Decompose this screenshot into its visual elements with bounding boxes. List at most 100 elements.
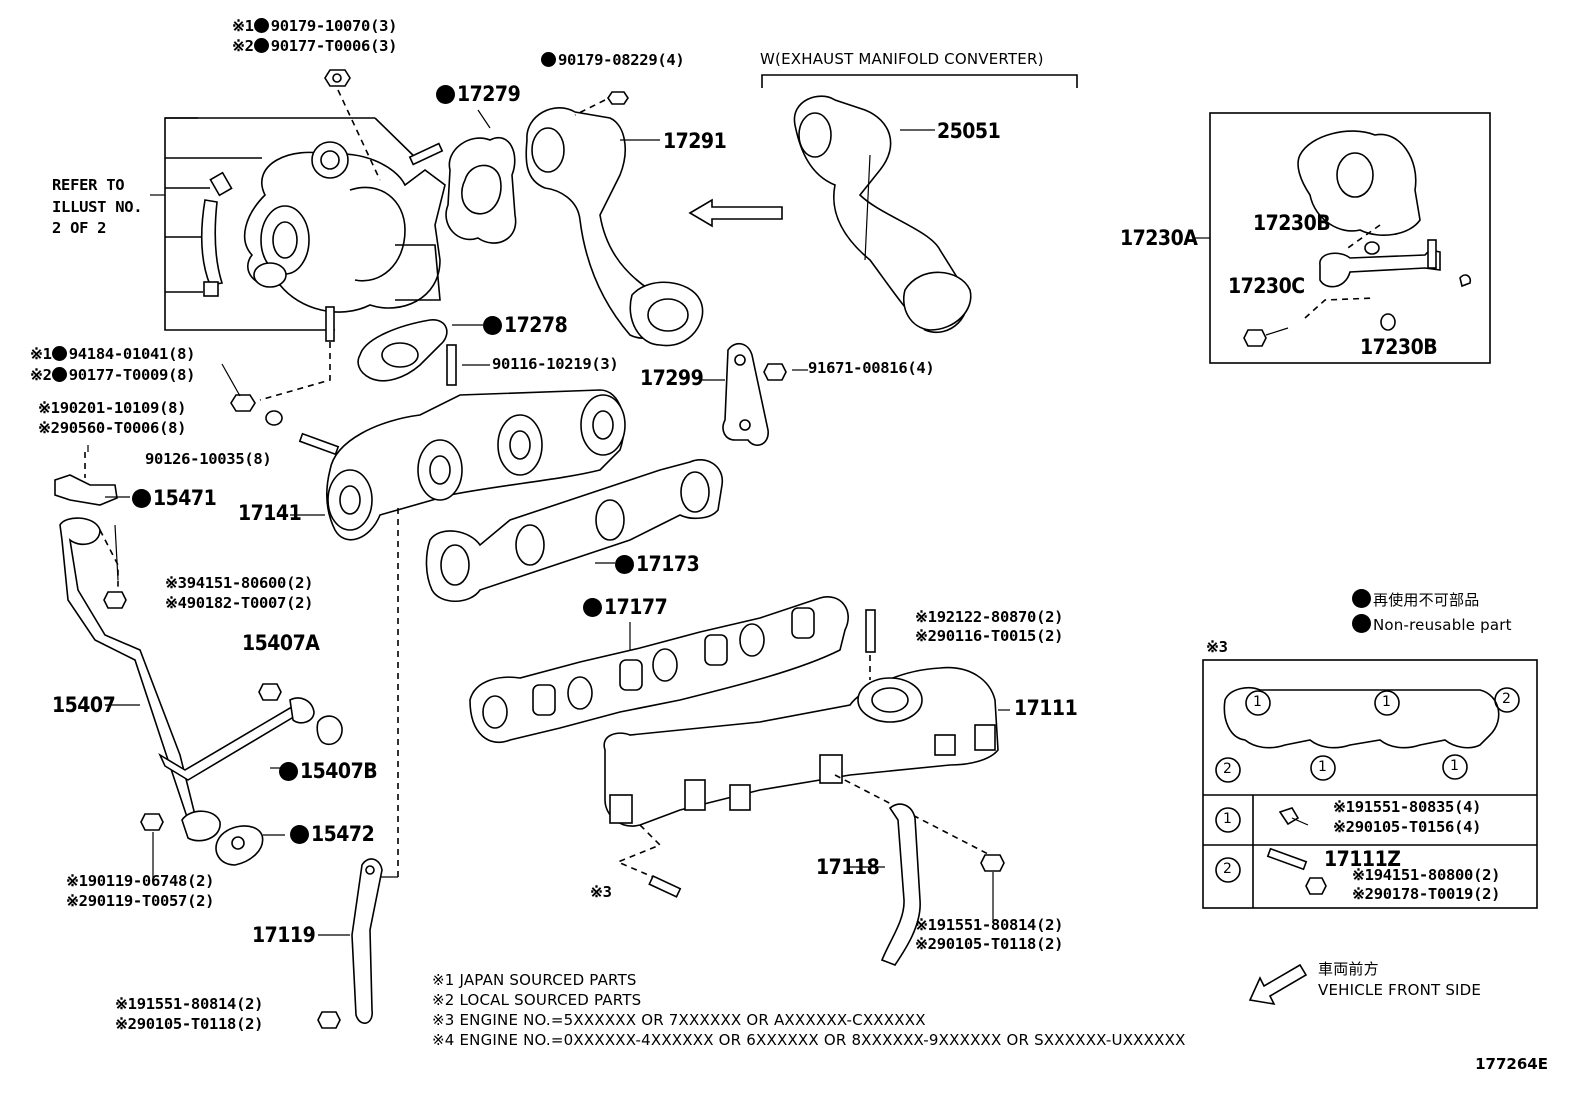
- non-reusable-dot: [483, 316, 502, 335]
- gasket-17177: [469, 596, 849, 744]
- callout-90179-08229: 90179-08229(4): [541, 51, 685, 69]
- mark-note2: ※2: [115, 1015, 137, 1033]
- pipe-15407: [54, 445, 343, 842]
- part-number: 90178-T0019(2): [1373, 885, 1501, 903]
- turbocharger: [200, 141, 446, 313]
- part-number: 90177-T0006(3): [270, 37, 398, 55]
- callout-91551-80814-b: ※191551-80814(2): [115, 995, 263, 1013]
- part-number: 91551-80835(4): [1354, 798, 1482, 816]
- callout-90201-10109: ※190201-10109(8): [38, 399, 187, 417]
- table-row2-line1: ※194151-80800(2): [1352, 867, 1500, 884]
- mark-note1: ※1: [115, 995, 137, 1013]
- direction-arrow: [688, 198, 783, 228]
- stud-92122: [865, 609, 876, 680]
- part-number: 90182-T0007(2): [186, 594, 314, 612]
- part-number: 90105-T0118(2): [136, 1015, 264, 1033]
- callout-17230B-bottom: 17230B: [1360, 335, 1438, 359]
- part-number: 90116-T0015(2): [936, 627, 1064, 645]
- circle-label-2b: 2: [1223, 761, 1233, 777]
- mark-note2: ※2: [66, 892, 88, 910]
- callout-91551-80814-a: ※191551-80814(2): [915, 916, 1064, 934]
- table-row1-line2: ※290105-T0156(4): [1333, 818, 1482, 836]
- callout-15407: 15407: [52, 693, 116, 717]
- bracket-17299: [722, 342, 808, 446]
- stud-turbo: [259, 142, 444, 401]
- refer-note-1: REFER TO: [52, 176, 125, 194]
- circle-label-1a: 1: [1253, 694, 1263, 710]
- footnote-1: ※1 JAPAN SOURCED PARTS: [432, 971, 637, 989]
- nut-top: [324, 69, 381, 181]
- mark-note1: ※1: [66, 872, 88, 890]
- callout-17279: 17279: [436, 84, 521, 105]
- non-reusable-dot: [583, 598, 602, 617]
- footnote-3: ※3 ENGINE NO.=5XXXXXX OR 7XXXXXX OR AXXX…: [432, 1011, 926, 1029]
- mark-note2: ※2: [232, 37, 254, 55]
- note3-table: [1202, 659, 1538, 909]
- stud-note3: [615, 824, 682, 898]
- part-number: 90201-10109(8): [59, 399, 187, 417]
- callout-17230B-top: 17230B: [1253, 211, 1331, 235]
- callout-17230C: 17230C: [1228, 274, 1305, 298]
- mark-note3: ※3: [165, 574, 187, 592]
- refer-note-2: ILLUST NO.: [52, 198, 143, 216]
- footnote-4: ※4 ENGINE NO.=0XXXXXX-4XXXXXX OR 6XXXXXX…: [432, 1031, 1186, 1049]
- converter-25051: [761, 74, 1078, 333]
- callout-17141: 17141: [238, 501, 302, 525]
- callout-90126-10035: 90126-10035(8): [145, 450, 272, 468]
- part-number: 91551-80814(2): [936, 916, 1064, 934]
- part-number: 15472: [311, 822, 375, 846]
- callout-17118: 17118: [816, 855, 880, 879]
- part-number: 90105-T0118(2): [936, 935, 1064, 953]
- mark-note2: ※2: [915, 627, 937, 645]
- callout-94151-80600: ※394151-80600(2): [165, 574, 314, 592]
- leader-lines: [105, 129, 935, 868]
- callout-90119-T0057: ※290119-T0057(2): [66, 892, 215, 910]
- callout-90560-T0006: ※290560-T0006(8): [38, 419, 187, 437]
- non-reusable-dot: [51, 367, 67, 382]
- stud-90116: [446, 344, 457, 386]
- callout-90116-10219: 90116-10219(3): [492, 355, 619, 373]
- table-row1-line1: ※191551-80835(4): [1333, 798, 1482, 816]
- callout-17278: 17278: [483, 315, 568, 336]
- non-reusable-dot: [615, 555, 634, 574]
- non-reusable-dot: [541, 52, 556, 67]
- non-reusable-dot: [132, 489, 151, 508]
- note3-table-mark: ※3: [1206, 638, 1228, 656]
- circle-label-2a: 2: [1502, 691, 1512, 707]
- part-number: 94151-80600(2): [186, 574, 314, 592]
- part-number: 15407B: [300, 759, 378, 783]
- mark-note2: ※2: [38, 419, 60, 437]
- part-number: 90560-T0006(8): [59, 419, 187, 437]
- callout-90116-T0015: ※290116-T0015(2): [915, 627, 1064, 645]
- non-reusable-dot: [253, 38, 269, 53]
- part-number: 90105-T0156(4): [1354, 818, 1482, 836]
- refer-note-3: 2 OF 2: [52, 219, 107, 237]
- callout-15471: 15471: [132, 488, 217, 509]
- part-number: 90119-T0057(2): [87, 892, 215, 910]
- non-reusable-dot: [290, 825, 309, 844]
- callout-17111: 17111: [1014, 696, 1078, 720]
- part-number: 90179-08229(4): [558, 51, 685, 69]
- part-number: 94184-01041(8): [68, 345, 196, 363]
- legend-en: Non-reusable part: [1352, 614, 1512, 633]
- front-side-en: VEHICLE FRONT SIDE: [1318, 981, 1482, 999]
- part-number: 17173: [636, 552, 700, 576]
- turbocharger-bracket-lines: [164, 117, 421, 331]
- callout-92122-80870: ※192122-80870(2): [915, 608, 1063, 626]
- inset-17230: [1195, 112, 1491, 364]
- callout-note3-stud: ※3: [590, 883, 612, 901]
- callout-17299: 17299: [640, 366, 704, 390]
- nut-washer-left: [221, 363, 283, 426]
- part-number: 90179-10070(3): [270, 17, 398, 35]
- front-side-jp: 車両前方: [1318, 960, 1379, 978]
- mark-note1: ※1: [915, 608, 937, 626]
- callout-90105-T0118-a: ※290105-T0118(2): [915, 935, 1064, 953]
- pipe-17118: [834, 774, 1005, 966]
- legend-jp: 再使用不可部品: [1352, 589, 1479, 608]
- non-reusable-dot: [1352, 589, 1371, 608]
- callout-91671-00816: 91671-00816(4): [808, 359, 935, 377]
- part-number: 17177: [604, 595, 668, 619]
